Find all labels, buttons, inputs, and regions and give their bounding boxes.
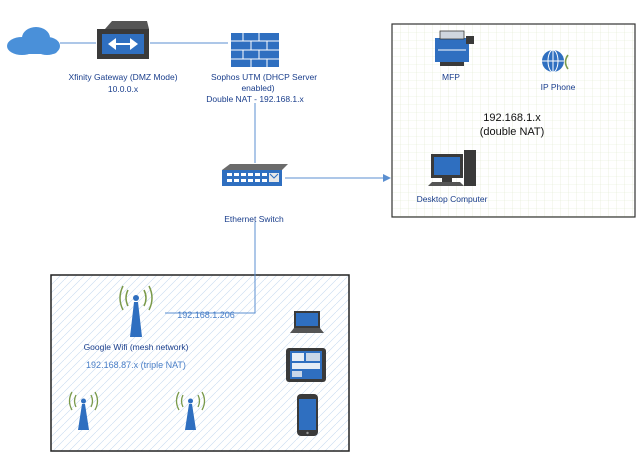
lan-zone: 192.168.1.x (double NAT) <box>391 23 636 218</box>
gateway-ip: 10.0.0.x <box>108 84 139 94</box>
cloud-icon <box>7 27 60 55</box>
desktop-label: Desktop Computer <box>417 194 488 204</box>
mfp-label: MFP <box>442 72 460 82</box>
desktop-computer-icon <box>428 150 476 186</box>
utm-label-line3: Double NAT - 192.168.1.x <box>206 94 304 104</box>
links <box>60 42 391 314</box>
laptop-icon <box>290 311 324 333</box>
gateway-name: Xfinity Gateway (DMZ Mode) <box>68 72 177 82</box>
wifi-subnet-label: 192.168.87.x (triple NAT) <box>86 360 186 370</box>
ip-phone-icon <box>542 49 569 73</box>
smartphone-icon <box>297 394 318 436</box>
google-wifi-label: Google Wifi (mesh network) <box>84 342 189 352</box>
firewall-icon <box>231 33 279 67</box>
switch-label: Ethernet Switch <box>224 214 284 224</box>
tablet-icon <box>286 348 326 382</box>
wifi-access-point-icon <box>119 285 153 337</box>
ip-phone-label: IP Phone <box>541 82 576 92</box>
link-switch-wifi <box>165 222 256 314</box>
gateway-icon <box>97 21 149 59</box>
mesh-node-icon <box>68 391 99 430</box>
wifi-uplink-ip: 192.168.1.206 <box>177 310 235 320</box>
lan-nat-label: (double NAT) <box>480 126 545 138</box>
mesh-node-icon <box>175 391 206 430</box>
utm-label-line2: enabled) <box>241 83 274 93</box>
lan-subnet-label: 192.168.1.x <box>483 112 541 124</box>
ethernet-switch-icon <box>222 164 288 186</box>
utm-label-line1: Sophos UTM (DHCP Server <box>211 72 317 82</box>
printer-icon <box>435 30 474 66</box>
